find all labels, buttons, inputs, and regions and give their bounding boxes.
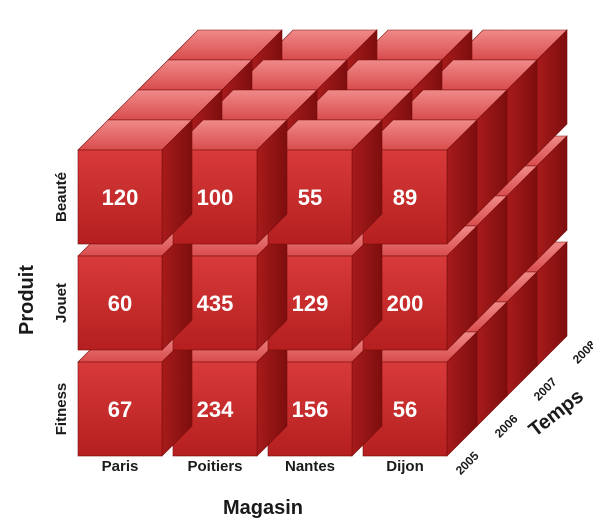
produit-label: Jouet (53, 283, 70, 323)
axis-title-produit: Produit (16, 265, 38, 335)
cell-value: 67 (108, 397, 132, 422)
cube-cells: 56 156 234 67 200 129 435 60 89 55 100 120 (77, 29, 568, 457)
cell-value: 129 (292, 291, 329, 316)
magasin-label: Poitiers (187, 458, 242, 475)
magasin-label: Nantes (285, 458, 335, 475)
cell-value: 56 (393, 397, 417, 422)
cell-front: 67 (77, 331, 193, 457)
magasin-label: Dijon (386, 458, 424, 475)
year-label: 2006 (492, 412, 521, 441)
cell-value: 120 (102, 185, 139, 210)
cell-front: 120 (77, 119, 193, 245)
produit-label: Fitness (53, 383, 70, 436)
cell-front: 60 (77, 225, 193, 351)
magasin-label: Paris (102, 458, 139, 475)
cell-front: 89 (362, 119, 478, 245)
cell-value: 200 (387, 291, 424, 316)
produit-label: Beauté (53, 172, 70, 222)
year-label: 2008 (570, 338, 593, 367)
cell-value: 234 (197, 397, 234, 422)
cell-value: 89 (393, 185, 417, 210)
cell-value: 60 (108, 291, 132, 316)
cell-value: 55 (298, 185, 322, 210)
cell-front-face (77, 255, 163, 351)
axis-title-magasin: Magasin (223, 497, 303, 519)
cell-front-face (77, 149, 163, 245)
year-label: 2005 (453, 449, 482, 478)
cell-value: 100 (197, 185, 234, 210)
cell-value: 435 (197, 291, 234, 316)
cell-front-face (77, 361, 163, 457)
cell-value: 156 (292, 397, 329, 422)
